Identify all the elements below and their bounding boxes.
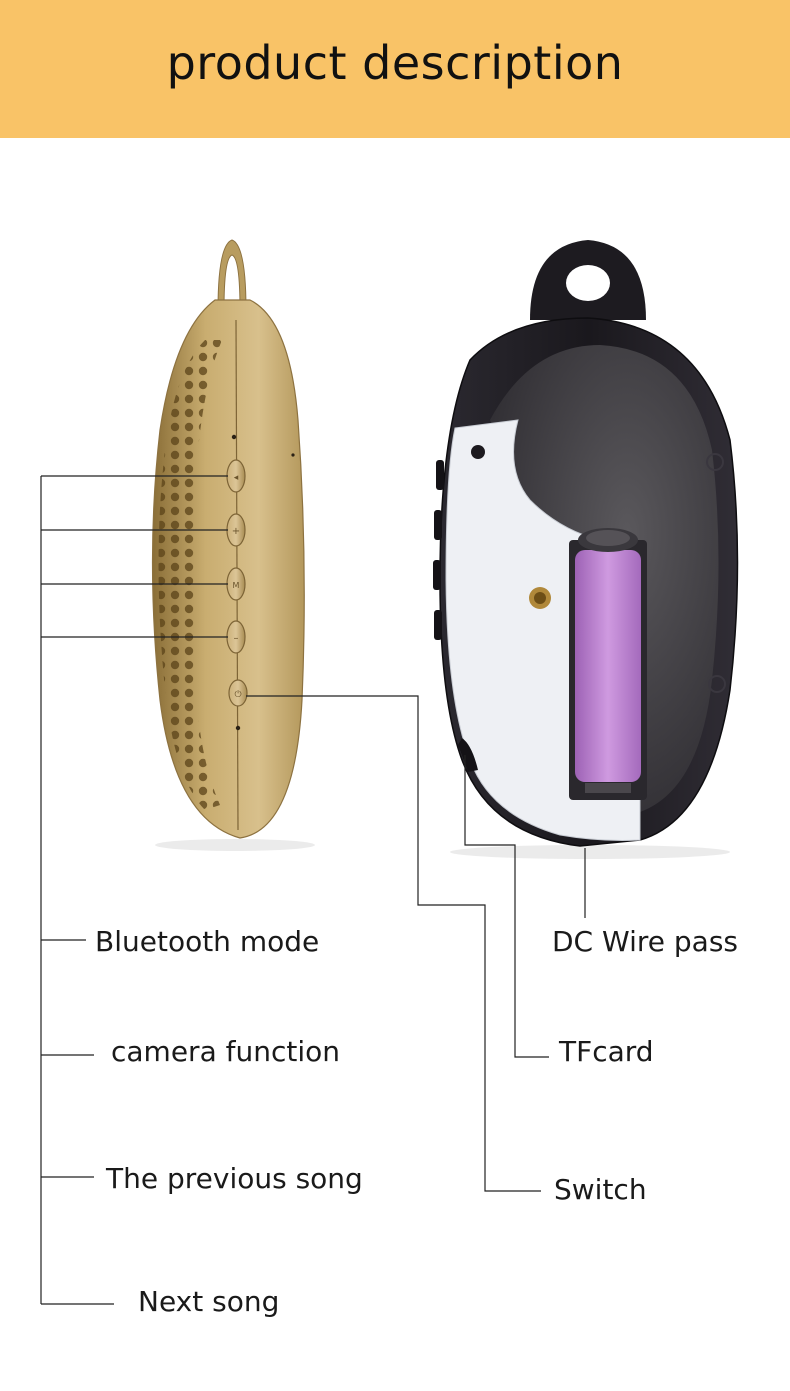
svg-text:+: + <box>232 526 240 537</box>
black-speaker-open-view <box>433 240 739 859</box>
leader-lines <box>40 475 586 1305</box>
label-dc-wire-pass: DC Wire pass <box>552 925 738 958</box>
label-bluetooth-mode: Bluetooth mode <box>95 925 320 958</box>
label-next-song: Next song <box>138 1285 280 1318</box>
svg-text:◂: ◂ <box>234 473 239 483</box>
label-tfcard: TFcard <box>559 1035 654 1068</box>
battery <box>575 528 641 793</box>
gold-speaker-side-view: ◂ + M – ⏻ <box>151 239 315 851</box>
header-banner: product description <box>0 0 790 138</box>
svg-text:⏻: ⏻ <box>234 689 241 700</box>
label-switch: Switch <box>554 1173 647 1206</box>
label-camera-function: camera function <box>111 1035 341 1068</box>
page-title: product description <box>166 36 624 90</box>
svg-text:M: M <box>233 581 240 590</box>
svg-text:–: – <box>234 633 239 644</box>
label-previous-song: The previous song <box>106 1162 363 1195</box>
button-column: ◂ + M – ⏻ <box>226 459 248 707</box>
